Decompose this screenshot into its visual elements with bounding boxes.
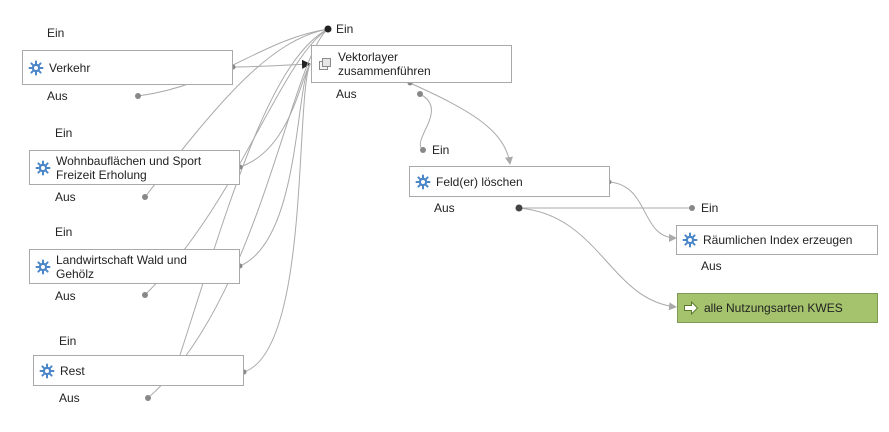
- rest-in-label: Ein: [59, 334, 77, 348]
- merge-icon: [317, 56, 333, 72]
- node-raeumlichen-index[interactable]: Räumlichen Index erzeugen: [676, 225, 878, 255]
- verkehr-in-label: Ein: [47, 26, 65, 40]
- gear-icon: [35, 160, 51, 176]
- edge-delete-out-output: [518, 207, 677, 311]
- edge-verkehr-side-merge: [232, 59, 311, 69]
- index-in-label: Ein: [701, 201, 719, 215]
- port-dot-delete-in: [420, 147, 426, 153]
- port-dot-merge-out: [417, 91, 423, 97]
- node-felder-loeschen[interactable]: Feld(er) löschen: [409, 166, 610, 197]
- wohnbau-out-label: Aus: [55, 190, 76, 204]
- wohnbau-in-label: Ein: [55, 126, 73, 140]
- delete-in-label: Ein: [432, 143, 450, 157]
- merge-out-label: Aus: [336, 87, 357, 101]
- delete-out-label: Aus: [434, 201, 455, 215]
- node-label: Räumlichen Index erzeugen: [703, 233, 853, 247]
- node-label: Landwirtschaft Wald und Gehölz: [56, 252, 187, 281]
- gear-icon: [35, 259, 51, 275]
- node-label: Rest: [60, 363, 85, 378]
- port-dot-wohnbau-out: [142, 194, 148, 200]
- node-label: Verkehr: [49, 60, 91, 75]
- arrow-right-icon: [683, 300, 699, 316]
- landw-in-label: Ein: [55, 225, 73, 239]
- edge-ein-verkehr: [179, 28, 329, 356]
- gear-icon: [682, 232, 698, 248]
- node-label: Feld(er) löschen: [436, 174, 523, 189]
- rest-out-label: Aus: [59, 391, 80, 405]
- edge-merge-out-delete-in: [419, 93, 432, 151]
- node-wohnbau[interactable]: Wohnbauflächen und Sport Freizeit Erholu…: [29, 150, 240, 185]
- edge-rest-side-merge: [243, 63, 311, 373]
- node-verkehr[interactable]: Verkehr: [22, 50, 233, 85]
- node-rest[interactable]: Rest: [33, 355, 244, 386]
- gear-icon: [415, 174, 431, 190]
- node-landwirtschaft[interactable]: Landwirtschaft Wald und Gehölz: [29, 249, 240, 284]
- verkehr-out-label: Aus: [47, 89, 68, 103]
- port-dot-rest-out: [145, 395, 151, 401]
- landw-out-label: Aus: [55, 289, 76, 303]
- merge-in-label: Ein: [336, 22, 354, 36]
- port-dot-merge-in: [324, 25, 332, 33]
- edge-merge-side-delete: [409, 82, 513, 165]
- index-out-label: Aus: [701, 259, 722, 273]
- node-label: Wohnbauflächen und Sport Freizeit Erholu…: [56, 153, 202, 182]
- node-output-alle-nutzungsarten[interactable]: alle Nutzungsarten KWES: [677, 293, 878, 323]
- edge-delete-side-index: [608, 181, 677, 242]
- port-dot-landw-out: [142, 292, 148, 298]
- gear-icon: [28, 60, 44, 76]
- node-label: alle Nutzungsarten KWES: [704, 301, 843, 315]
- node-label: Vektorlayer zusammenführen: [338, 50, 431, 78]
- edge-verkehr-out-merge: [137, 28, 329, 97]
- port-dot-verkehr-out: [135, 93, 141, 99]
- gear-icon: [39, 363, 55, 379]
- node-vektorlayer-zusammenfuehren[interactable]: Vektorlayer zusammenführen: [311, 45, 512, 83]
- port-dot-delete-out: [515, 204, 523, 212]
- port-dot-index-in: [689, 205, 695, 211]
- edge-landw-side-merge: [239, 63, 311, 267]
